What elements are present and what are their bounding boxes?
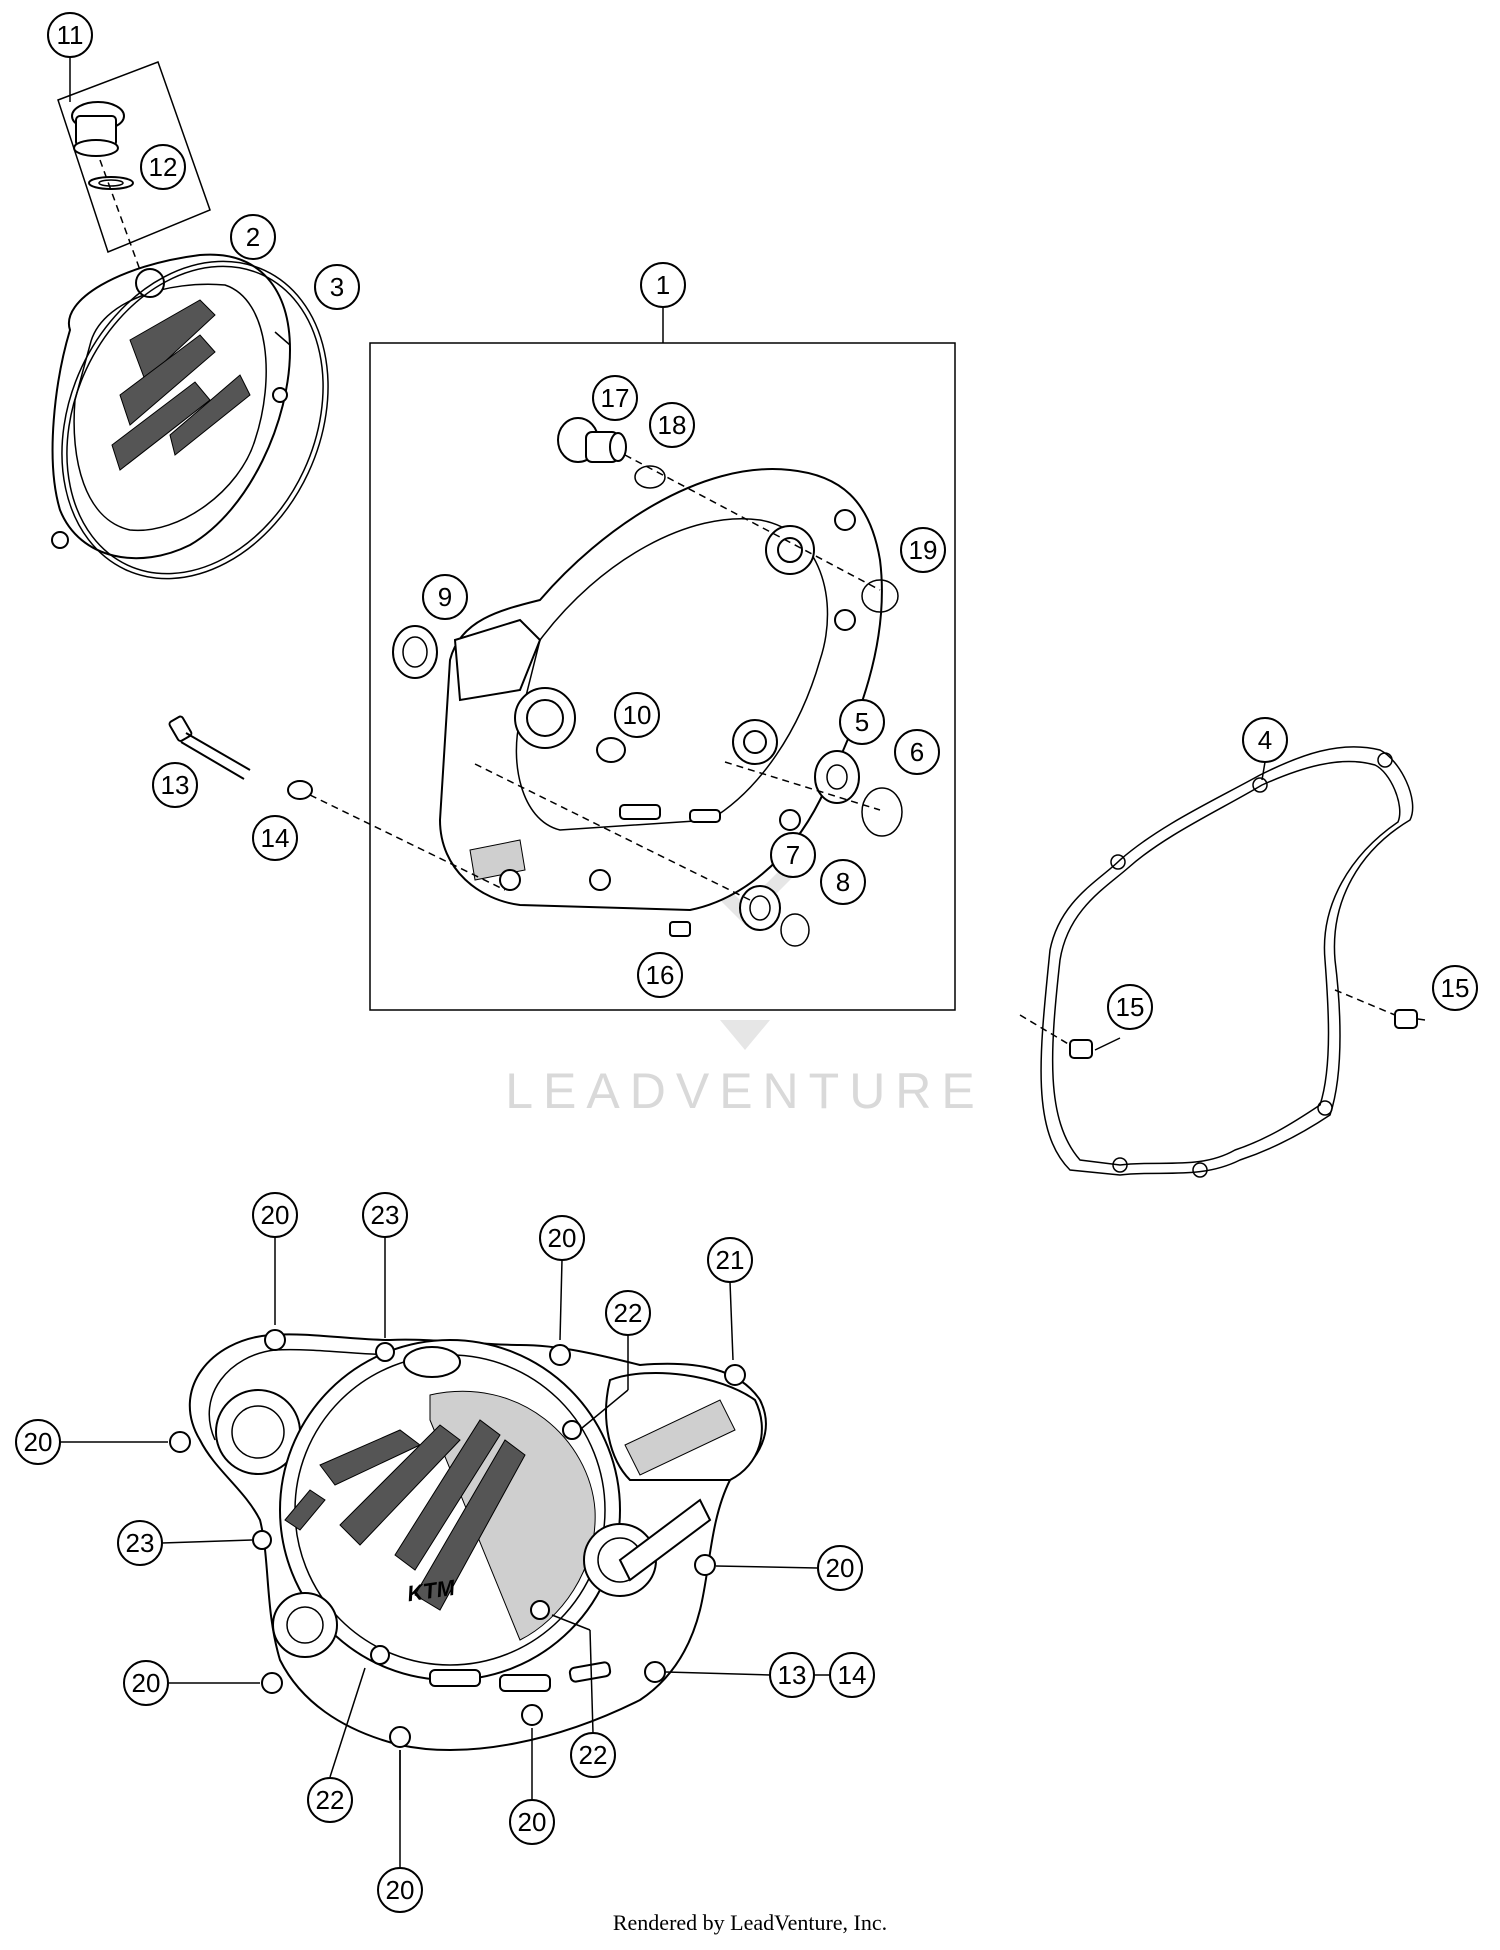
svg-text:22: 22 [316,1785,345,1815]
callout-11: 11 [47,12,93,58]
svg-text:16: 16 [646,960,675,990]
callout-17: 17 [592,375,638,421]
assembled-clutch-cover: KTM [169,1329,767,1751]
clutch-cover-assembly [369,308,956,1011]
svg-text:15: 15 [1116,992,1145,1022]
svg-text:20: 20 [826,1553,855,1583]
svg-text:21: 21 [716,1245,745,1275]
svg-text:19: 19 [909,535,938,565]
callout-8: 8 [820,859,866,905]
callout-22-a: 22 [605,1290,651,1336]
callout-20-f: 20 [509,1799,555,1845]
callout-10: 10 [614,692,660,738]
leader-lines [60,57,1426,1800]
callout-9: 9 [422,574,468,620]
callout-14-upper: 14 [252,815,298,861]
svg-text:12: 12 [149,152,178,182]
svg-text:23: 23 [126,1528,155,1558]
svg-text:20: 20 [548,1223,577,1253]
oil-filler-plug-group [57,61,211,271]
callout-22-b: 22 [307,1777,353,1823]
callout-21: 21 [707,1237,753,1283]
svg-text:13: 13 [778,1660,807,1690]
callout-4: 4 [1242,717,1288,763]
svg-text:22: 22 [579,1740,608,1770]
svg-text:7: 7 [786,840,800,870]
callout-16: 16 [637,952,683,998]
svg-text:20: 20 [24,1427,53,1457]
svg-text:20: 20 [386,1875,415,1905]
callout-6: 6 [894,729,940,775]
svg-text:6: 6 [910,737,924,767]
svg-text:8: 8 [836,867,850,897]
svg-text:5: 5 [855,707,869,737]
render-credit: Rendered by LeadVenture, Inc. [613,1910,887,1935]
svg-text:20: 20 [261,1200,290,1230]
svg-text:13: 13 [161,770,190,800]
callout-20-c: 20 [15,1419,61,1465]
svg-text:17: 17 [601,383,630,413]
callout-20-a: 20 [252,1192,298,1238]
bolt-and-washer-upper [168,715,506,891]
callout-15-left: 15 [1107,984,1153,1030]
svg-text:11: 11 [57,20,84,50]
callout-13-lower: 13 [769,1652,815,1698]
svg-text:1: 1 [656,270,670,300]
svg-text:22: 22 [614,1298,643,1328]
svg-text:10: 10 [623,700,652,730]
callout-14-lower: 14 [829,1652,875,1698]
svg-text:14: 14 [838,1660,867,1690]
svg-text:23: 23 [371,1200,400,1230]
callout-18: 18 [649,402,695,448]
callout-7: 7 [770,832,816,878]
callout-23-b: 23 [117,1520,163,1566]
callout-3: 3 [314,264,360,310]
callout-20-e: 20 [123,1660,169,1706]
outer-clutch-cover [51,253,292,560]
callout-1: 1 [640,262,686,308]
svg-text:3: 3 [330,272,344,302]
svg-text:18: 18 [658,410,687,440]
callout-20-b: 20 [539,1215,585,1261]
svg-text:20: 20 [518,1807,547,1837]
svg-text:15: 15 [1441,973,1470,1003]
svg-text:2: 2 [246,222,260,252]
callout-23-a: 23 [362,1192,408,1238]
callout-22-c: 22 [570,1732,616,1778]
callout-20-g: 20 [377,1867,423,1913]
callout-13-upper: 13 [152,762,198,808]
clutch-cover-gasket [1019,746,1418,1178]
callout-5: 5 [839,699,885,745]
clutch-cover-o-ring [61,260,329,580]
svg-text:20: 20 [132,1668,161,1698]
callout-15-right: 15 [1432,965,1478,1011]
svg-text:4: 4 [1258,725,1272,755]
callout-20-d: 20 [817,1545,863,1591]
svg-text:9: 9 [438,582,452,612]
callout-12: 12 [140,144,186,190]
callout-19: 19 [900,527,946,573]
leadventure-watermark: LEADVENTURE [505,860,985,1119]
svg-text:14: 14 [261,823,290,853]
watermark-text: LEADVENTURE [505,1063,985,1119]
callout-2: 2 [230,214,276,260]
